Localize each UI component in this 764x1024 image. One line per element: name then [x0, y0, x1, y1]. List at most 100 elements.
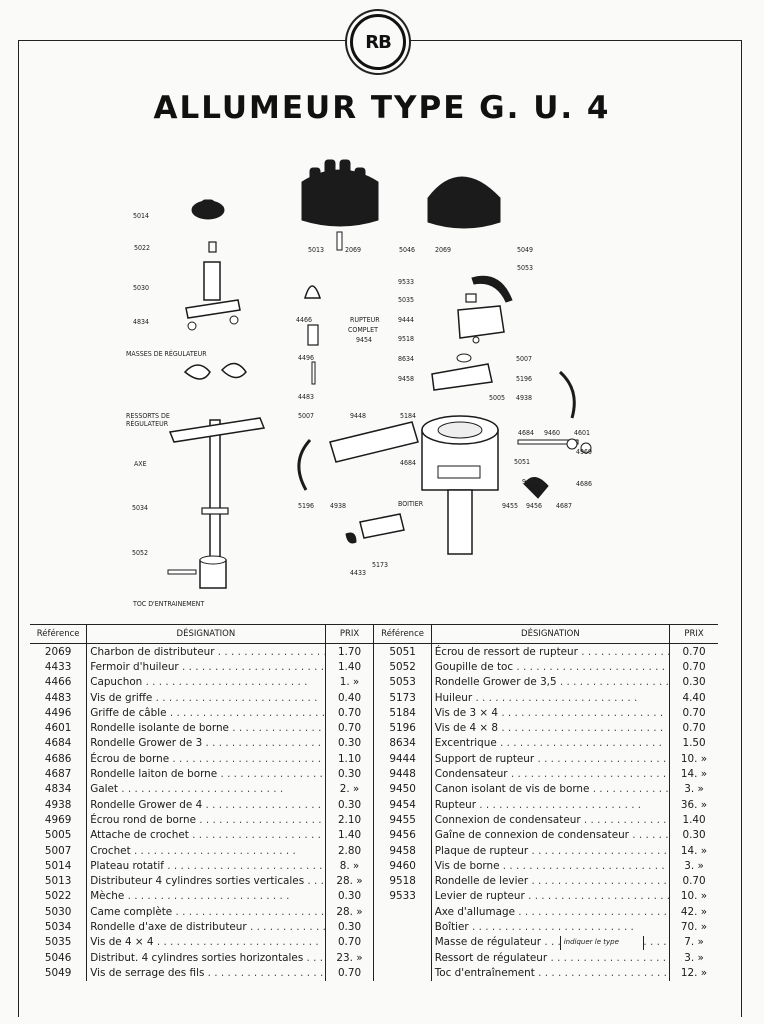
part-designation: Rondelle isolante de borne . . . . . . .…	[86, 720, 326, 736]
exploded-parts-diagram: 5014 5022 5030 4834 MASSES DE RÉGULATEUR…	[126, 159, 592, 608]
part-ref	[373, 949, 432, 966]
page-title: ALLUMEUR TYPE G. U. 4	[153, 90, 611, 126]
part-ref: 2069	[44, 645, 72, 658]
part-designation: Connexion de condensateur . . . . . . . …	[430, 812, 670, 828]
part-price: 14. »	[669, 766, 718, 782]
part-designation: Vis de serrage des fils . . . . . . . . …	[86, 965, 326, 981]
part-designation: Distribut. 4 cylindres sorties horizonta…	[86, 949, 326, 966]
part-price: 70. »	[669, 919, 718, 935]
diagram-label: 9448	[350, 412, 366, 420]
part-price: 1.40	[324, 659, 374, 675]
diagram-label: 4483	[298, 393, 314, 401]
part-price: 42. »	[669, 904, 718, 920]
part-designation: Charbon de distributeur . . . . . . . . …	[86, 643, 326, 660]
part-price: 0.70	[669, 659, 718, 675]
part-designation: Boîtier . . . . . . . . . . . . . . . . …	[430, 919, 670, 935]
part-price: 14. »	[669, 842, 718, 859]
diagram-label: 9456	[526, 502, 542, 510]
part-ref: 9454	[373, 796, 432, 813]
part-price: 1.40	[669, 812, 718, 828]
part-price: 4.40	[669, 689, 718, 706]
part-designation: Vis de borne . . . . . . . . . . . . . .…	[430, 858, 670, 874]
part-designation: Plaque de rupteur . . . . . . . . . . . …	[430, 842, 670, 859]
diagram-label: 4684	[400, 459, 416, 467]
part-price: 1.70	[324, 643, 374, 660]
part-ref: 5173	[373, 689, 432, 706]
part-ref: 9458	[373, 842, 432, 859]
part-designation: Goupille de toc . . . . . . . . . . . . …	[430, 659, 670, 675]
diagram-label: 5196	[298, 502, 314, 510]
part-designation: Excentrique . . . . . . . . . . . . . . …	[430, 735, 670, 752]
part-designation: Huileur . . . . . . . . . . . . . . . . …	[430, 689, 670, 706]
part-ref: 8634	[373, 735, 432, 752]
diagram-label: 9455	[502, 502, 518, 510]
part-designation: Ressort de régulateur . . . . . . . . . …	[430, 949, 670, 966]
part-designation: Rondelle Grower de 3,5 . . . . . . . . .…	[430, 674, 670, 690]
diagram-label: RÉGULATEUR	[126, 419, 169, 428]
part-ref: 4834	[44, 783, 72, 796]
part-designation: Plateau rotatif . . . . . . . . . . . . …	[86, 858, 326, 874]
part-designation: Écrou de borne . . . . . . . . . . . . .…	[86, 751, 326, 767]
parts-table: Référence DÉSIGNATION PRIX Référence DÉS…	[30, 624, 718, 981]
part-price: 0.70	[669, 643, 718, 660]
part-price: 0.40	[324, 689, 374, 706]
part-ref: 9518	[373, 873, 432, 889]
part-designation: Vis de griffe . . . . . . . . . . . . . …	[86, 689, 326, 706]
part-price: 1.10	[324, 751, 374, 767]
diagram-label: 9454	[356, 336, 372, 344]
part-ref: 5046	[44, 951, 72, 964]
part-price: 3. »	[669, 781, 718, 797]
diagram-label: 5049	[517, 246, 533, 254]
diagram-label: 9518	[398, 335, 414, 343]
diagram-label: 4433	[350, 569, 366, 577]
part-designation: Canon isolant de vis de borne . . . . . …	[430, 781, 670, 797]
diagram-label: 5046	[399, 246, 415, 254]
part-price: 23. »	[324, 949, 374, 966]
part-designation: Capuchon . . . . . . . . . . . . . . . .…	[86, 674, 326, 690]
part-designation: Came complète . . . . . . . . . . . . . …	[86, 904, 326, 920]
diagram-label: 5035	[398, 296, 414, 304]
diagram-label: BOITIER	[398, 500, 424, 508]
part-designation: Mèche . . . . . . . . . . . . . . . . . …	[86, 888, 326, 905]
part-designation: Condensateur . . . . . . . . . . . . . .…	[430, 766, 670, 782]
diagram-label: 9533	[398, 278, 414, 286]
diagram-label: 5022	[134, 244, 150, 252]
part-ref: 5013	[44, 875, 72, 888]
part-price: 10. »	[669, 751, 718, 767]
diagram-label: 5014	[133, 212, 149, 220]
regulator-note: indiquer le type exact du moteur	[559, 935, 644, 950]
part-designation: Griffe de câble . . . . . . . . . . . . …	[86, 705, 326, 721]
part-price: 36. »	[669, 796, 718, 813]
part-ref: 9533	[373, 888, 432, 905]
diagram-label: 4466	[296, 316, 312, 324]
part-designation: Écrou de ressort de rupteur . . . . . . …	[430, 643, 670, 660]
part-price: 0.70	[324, 720, 374, 736]
diagram-label: 4601	[574, 429, 590, 437]
part-price: 7. »	[669, 934, 718, 950]
part-price: 0.30	[324, 919, 374, 935]
diagram-label: 8634	[398, 355, 414, 363]
col-header-prix: PRIX	[324, 624, 374, 644]
diagram-label: 4496	[298, 354, 314, 362]
col-header-designation: DÉSIGNATION	[430, 624, 670, 644]
part-price: 1. »	[324, 674, 374, 690]
diagram-label: COMPLET	[348, 326, 378, 334]
part-price: 0.70	[324, 705, 374, 721]
diagram-labels: 5014 5022 5030 4834 MASSES DE RÉGULATEUR…	[126, 212, 592, 608]
part-ref: 5022	[44, 890, 72, 903]
part-price: 0.70	[669, 873, 718, 889]
diagram-label: RESSORTS DE	[126, 412, 170, 420]
part-price: 2. »	[324, 781, 374, 797]
diagram-label: 2069	[435, 246, 451, 254]
part-price: 1.50	[669, 735, 718, 752]
part-ref: 5184	[373, 705, 432, 721]
part-ref: 5030	[44, 905, 72, 918]
part-designation: Crochet . . . . . . . . . . . . . . . . …	[86, 842, 326, 859]
